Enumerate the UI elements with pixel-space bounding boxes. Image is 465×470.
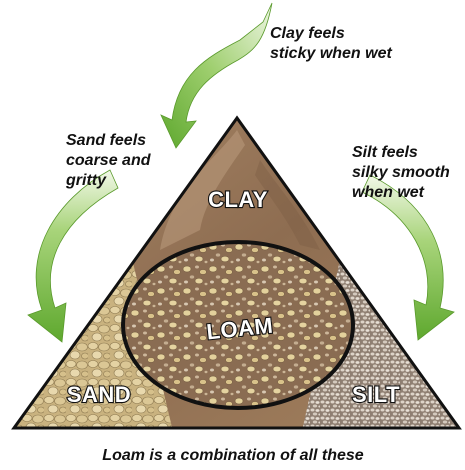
clay-label: CLAY [208,187,268,212]
silt-label: SILT [352,382,400,407]
caption: Loam is a combination of all these [102,447,363,464]
clay-note: Clay feels sticky when wet [270,25,392,62]
arrow-clay [161,3,272,148]
sand-label: SAND [67,382,131,407]
silt-note: Silt feels silky smooth when wet [352,144,454,201]
